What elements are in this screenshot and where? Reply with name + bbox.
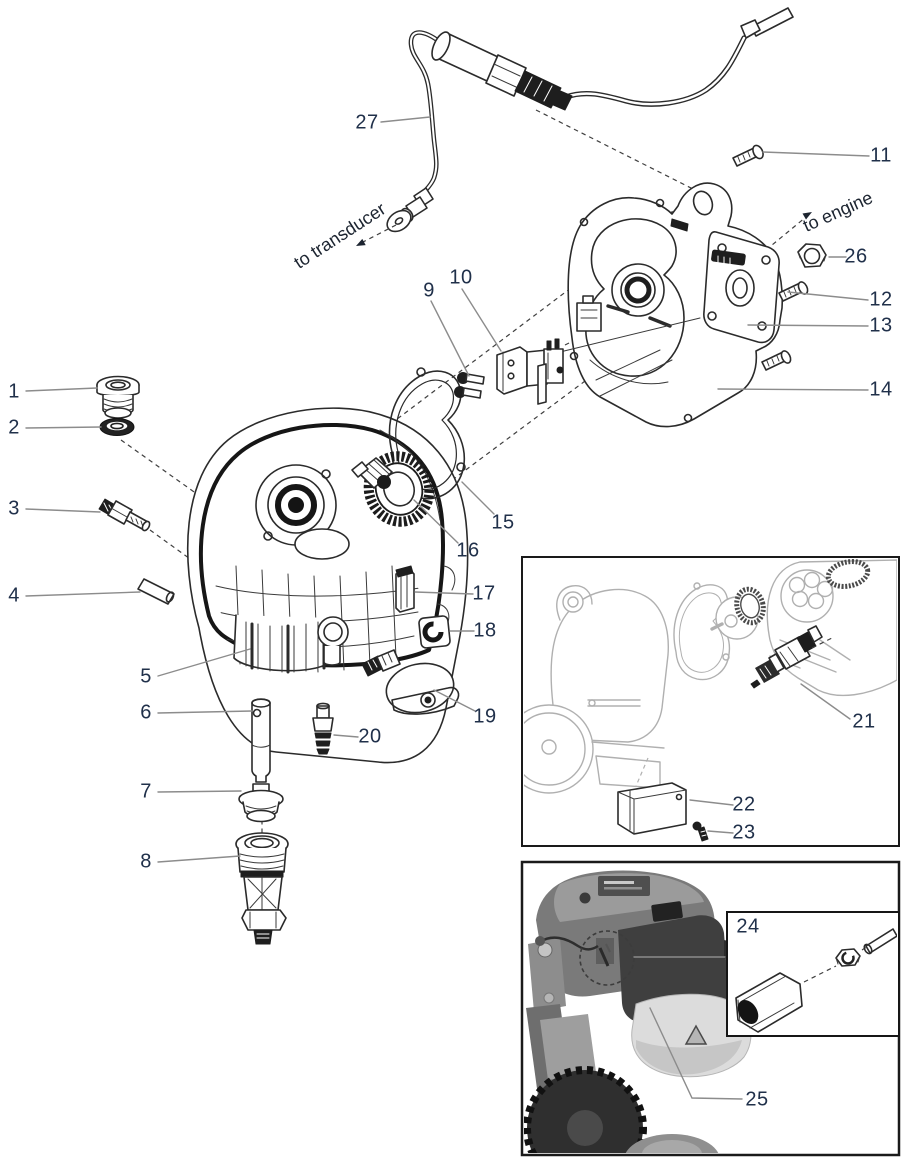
part-8-valve-assembly (235, 832, 289, 945)
callout-19: 19 (473, 705, 497, 728)
callout-24: 24 (736, 915, 760, 938)
callout-13: 13 (869, 314, 893, 337)
leader-lines (25, 116, 870, 863)
callout-27: 27 (355, 111, 379, 134)
part-14-engine-adapter-housing (559, 182, 784, 428)
part-26-nut (797, 243, 827, 268)
part-16-gear (351, 451, 435, 527)
part-10-switch-bracket (496, 338, 564, 405)
callout-21: 21 (852, 710, 876, 733)
part-27-pressure-tube (386, 7, 794, 233)
callout-8: 8 (140, 850, 152, 873)
part-9-screws (454, 372, 485, 399)
part-18-seal (418, 615, 451, 649)
part-2-seal-washer (99, 418, 135, 436)
part-3-fitting (98, 498, 151, 532)
callout-6: 6 (140, 701, 152, 724)
callout-15: 15 (491, 511, 515, 534)
callout-25: 25 (745, 1088, 769, 1111)
callout-20: 20 (358, 725, 382, 748)
callout-5: 5 (140, 665, 152, 688)
part-13-screw (761, 350, 792, 371)
callout-14: 14 (869, 378, 893, 401)
callout-11: 11 (870, 144, 892, 167)
part-1-packing-nut (96, 375, 140, 419)
to-transducer-arrow-icon (356, 224, 397, 246)
callout-9: 9 (423, 279, 435, 302)
callout-16: 16 (456, 539, 480, 562)
callout-3: 3 (8, 497, 20, 520)
part-11-screw (732, 144, 764, 167)
callout-22: 22 (732, 793, 756, 816)
callout-4: 4 (8, 584, 20, 607)
callout-2: 2 (8, 416, 20, 439)
callout-1: 1 (8, 380, 20, 403)
part-19-valve-knob (361, 649, 460, 715)
part-17-clip (395, 565, 415, 613)
part-6-piston-rod (251, 698, 271, 783)
callout-23: 23 (732, 821, 756, 844)
callout-17: 17 (472, 582, 496, 605)
inset-box-24 (726, 911, 900, 1037)
part-12-screw (778, 281, 809, 302)
inset-box-1 (521, 556, 900, 847)
callout-18: 18 (473, 619, 497, 642)
inset-box-2 (520, 860, 901, 1157)
part-7-seal-assembly (238, 783, 284, 823)
part-4-pin (137, 578, 175, 605)
callout-12: 12 (869, 288, 893, 311)
callout-26: 26 (844, 245, 868, 268)
part-20-fitting (312, 702, 334, 755)
callout-10: 10 (449, 266, 473, 289)
callout-7: 7 (140, 780, 152, 803)
to-engine-arrow-icon (765, 212, 812, 251)
